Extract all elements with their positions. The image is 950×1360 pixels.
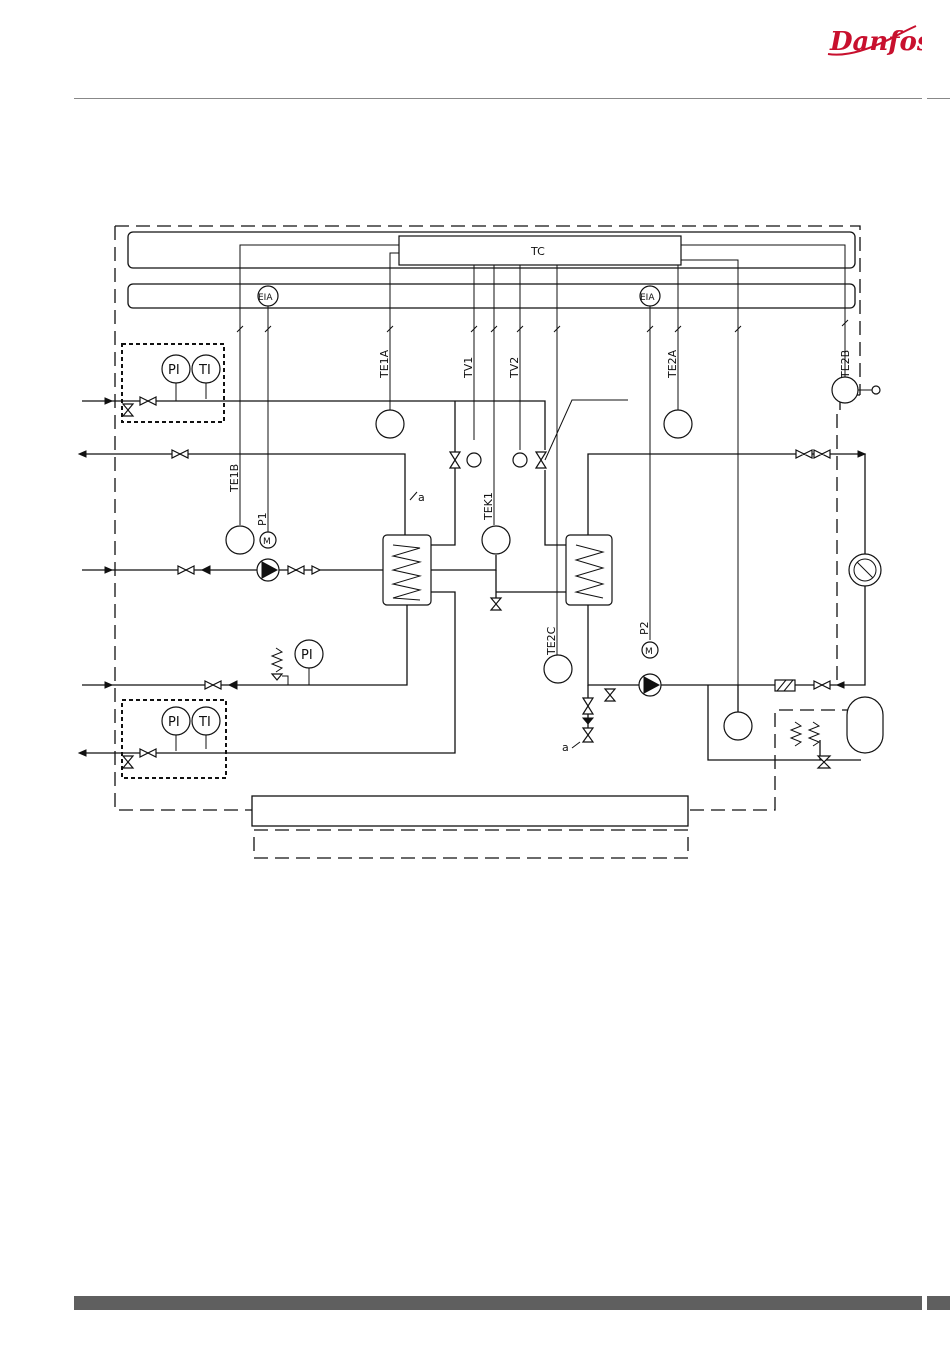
controller-label: TC — [530, 245, 545, 258]
p1-label: P1 — [256, 512, 269, 526]
te2c-sensor — [544, 655, 572, 683]
motor-p1-label: M — [263, 537, 271, 547]
flow-arrows — [79, 398, 865, 756]
te1b-label: TE1B — [228, 464, 241, 493]
te2b-sensor — [832, 377, 858, 403]
ref-a-1: a — [418, 491, 425, 504]
te1a-label: TE1A — [378, 349, 391, 379]
meter-sensor — [724, 712, 752, 740]
ti-top-label: TI — [198, 363, 211, 378]
heat-exchanger-1 — [383, 535, 431, 605]
alarm-1-label: EIA — [258, 293, 273, 303]
valve-icons — [123, 397, 830, 768]
tv2-actuator — [513, 453, 527, 467]
p2-label: P2 — [638, 621, 651, 635]
primary-piping — [82, 401, 566, 753]
te1b-sensor — [226, 526, 254, 554]
pi-top-label: PI — [168, 363, 180, 378]
pi-mid-label: PI — [301, 648, 313, 663]
alarm-2-label: EIA — [640, 293, 655, 303]
te1a-sensor — [376, 410, 404, 438]
expansion-tank-icon — [847, 697, 883, 753]
ref-a-2: a — [562, 741, 569, 754]
tek1-sensor — [482, 526, 510, 554]
alarm-bus — [128, 284, 855, 308]
signal-lines — [240, 245, 845, 712]
bottom-panel — [252, 796, 688, 826]
footer-tab — [927, 1296, 950, 1310]
bottom-tray — [254, 830, 688, 858]
tv2-label: TV2 — [508, 357, 521, 379]
ti-bottom-label: TI — [198, 715, 211, 730]
tv1-label: TV1 — [462, 357, 475, 379]
te2a-label: TE2A — [666, 349, 679, 379]
te2a-sensor — [664, 410, 692, 438]
te2c-label: TE2C — [545, 626, 558, 656]
te2b-probe — [872, 386, 880, 394]
tek1-label: TEK1 — [482, 492, 495, 521]
signal-ticks — [237, 320, 848, 332]
te2b-label: TE2B — [839, 350, 852, 379]
tv1-actuator — [467, 453, 481, 467]
secondary-piping — [588, 454, 865, 760]
footer-bar — [74, 1296, 922, 1310]
motor-p2-label: M — [645, 647, 653, 657]
pi-bottom-label: PI — [168, 715, 180, 730]
